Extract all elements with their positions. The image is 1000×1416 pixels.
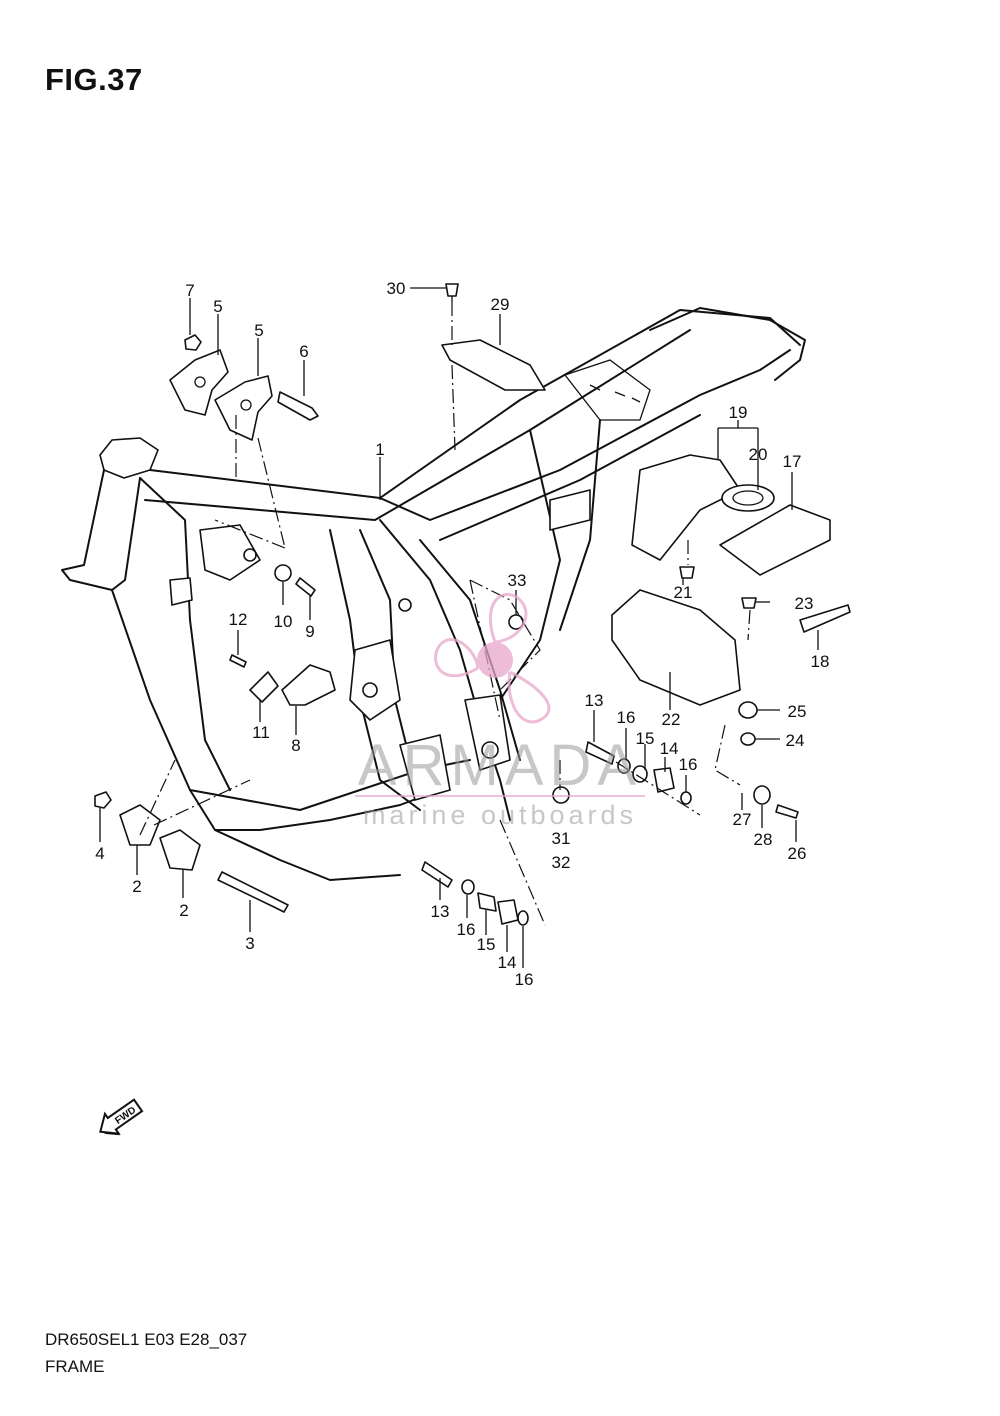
- callout-31: 31: [552, 829, 571, 848]
- loose-parts: [94, 283, 851, 926]
- callout-23: 23: [795, 594, 814, 613]
- callout-10: 10: [274, 612, 293, 631]
- watermark: ARMADA marine outboards: [355, 593, 645, 830]
- callout-30: 30: [387, 279, 406, 298]
- callout-33: 33: [508, 571, 527, 590]
- callout-11: 11: [252, 723, 270, 742]
- callout-16-upper-a: 16: [617, 708, 636, 727]
- figure-title: FIG.37: [45, 62, 143, 97]
- diagram-name: FRAME: [45, 1357, 105, 1376]
- callout-15-upper: 15: [636, 729, 655, 748]
- callout-29: 29: [491, 295, 510, 314]
- callout-5a: 5: [213, 297, 222, 316]
- callout-6: 6: [299, 342, 308, 361]
- callout-2b: 2: [179, 901, 188, 920]
- watermark-logo-icon: [434, 593, 551, 724]
- callout-28: 28: [754, 830, 773, 849]
- callout-14-upper: 14: [660, 739, 679, 758]
- callout-14-lower: 14: [498, 953, 517, 972]
- callout-12: 12: [229, 610, 248, 629]
- callout-16-upper-b: 16: [679, 755, 698, 774]
- callout-5b: 5: [254, 321, 263, 340]
- callout-20: 20: [749, 445, 768, 464]
- callouts: 7 5 5 6 30 29 1 19 20 17 33 21 23 18 10 …: [95, 279, 829, 989]
- callout-3: 3: [245, 934, 254, 953]
- callout-7: 7: [185, 281, 194, 300]
- callout-2a: 2: [132, 877, 141, 896]
- callout-19: 19: [729, 403, 748, 422]
- callout-13-lower: 13: [431, 902, 450, 921]
- watermark-brand: ARMADA: [358, 733, 642, 798]
- callout-16-lower-b: 16: [515, 970, 534, 989]
- callout-26: 26: [788, 844, 807, 863]
- leader-lines: [99, 287, 819, 968]
- callout-4: 4: [95, 844, 104, 863]
- callout-21: 21: [674, 583, 693, 602]
- watermark-tagline: marine outboards: [363, 800, 637, 830]
- callout-18: 18: [811, 652, 830, 671]
- callout-27: 27: [733, 810, 752, 829]
- callout-13-upper: 13: [585, 691, 604, 710]
- callout-15-lower: 15: [477, 935, 496, 954]
- callout-32: 32: [552, 853, 571, 872]
- callout-16-lower-a: 16: [457, 920, 476, 939]
- diagram-code: DR650SEL1 E03 E28_037: [45, 1330, 248, 1349]
- callout-17: 17: [783, 452, 802, 471]
- fwd-arrow-icon: FWD: [99, 1098, 144, 1136]
- callout-22: 22: [662, 710, 681, 729]
- callout-25: 25: [788, 702, 807, 721]
- callout-9: 9: [305, 622, 314, 641]
- callout-8: 8: [291, 736, 300, 755]
- callout-24: 24: [786, 731, 805, 750]
- callout-1: 1: [375, 440, 384, 459]
